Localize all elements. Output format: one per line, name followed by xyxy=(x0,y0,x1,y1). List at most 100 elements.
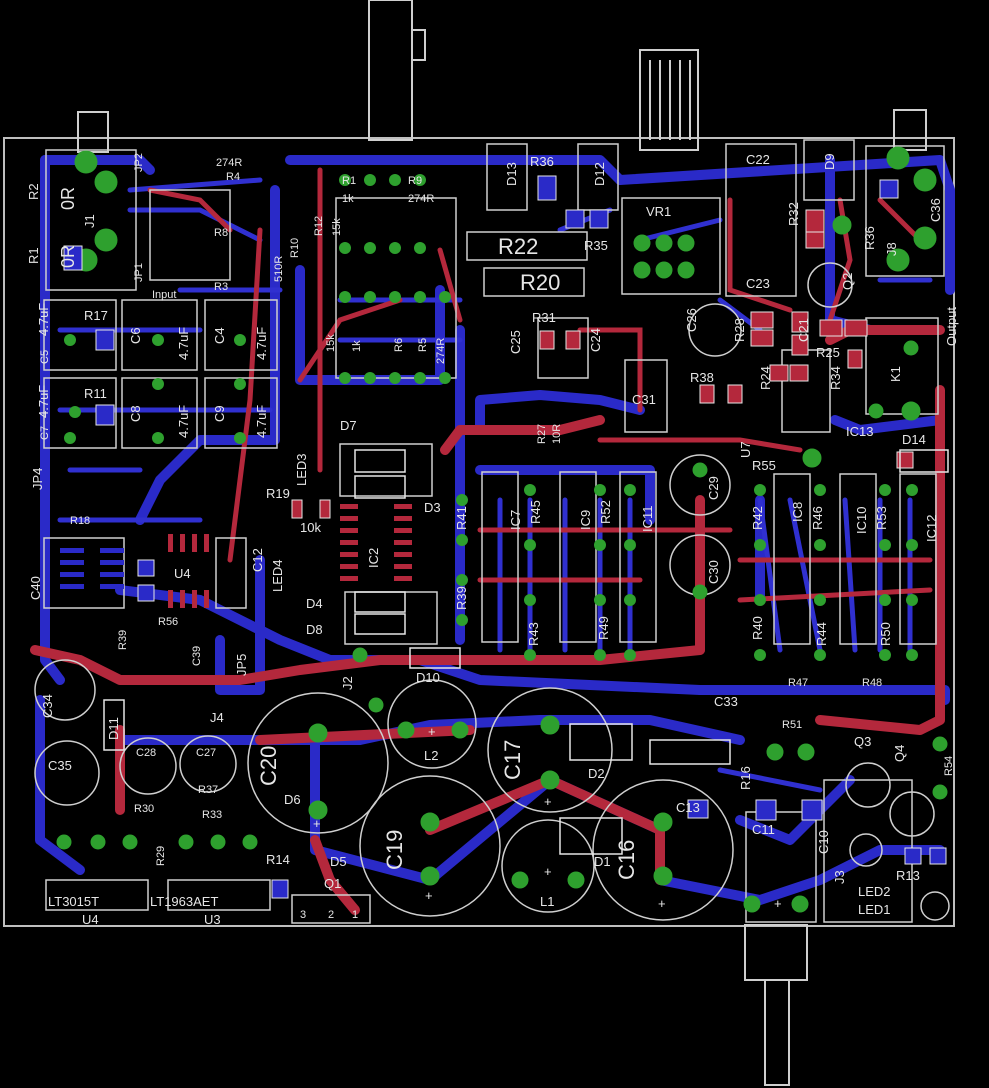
label-r39b: R39 xyxy=(454,586,469,610)
label-r14: R14 xyxy=(266,852,290,867)
label-u4b: LT3015T xyxy=(48,894,99,909)
label-r6: R6 xyxy=(393,338,405,352)
label-rr1-val: 1k xyxy=(342,193,354,205)
label-j2: J2 xyxy=(340,676,355,690)
label-r29: R29 xyxy=(155,846,167,866)
label-r12: R12 xyxy=(313,216,325,236)
label-c28: C28 xyxy=(136,747,156,759)
label-k15: 15k xyxy=(325,334,337,352)
label-k1r: K1 xyxy=(888,366,903,382)
label-jp2: JP2 xyxy=(133,153,145,172)
label-ic2: IC2 xyxy=(366,548,381,568)
label-jp1: JP1 xyxy=(133,263,145,282)
label-c23: C23 xyxy=(746,276,770,291)
label-c5-val: 4.7uF xyxy=(36,303,51,336)
label-r4: R4 xyxy=(226,171,240,183)
label-r40: R40 xyxy=(750,616,765,640)
label-r25: R25 xyxy=(816,345,840,360)
label-u4: U4 xyxy=(174,566,191,581)
label-u4b-ref: U4 xyxy=(82,912,99,927)
label-ic13: IC13 xyxy=(846,424,873,439)
label-r41: R41 xyxy=(454,506,469,530)
label-c26: C26 xyxy=(684,308,699,332)
label-r32: R32 xyxy=(786,202,801,226)
label-vr1: VR1 xyxy=(646,204,671,219)
label-plus-3: + xyxy=(544,794,552,809)
label-r38: R38 xyxy=(690,370,714,385)
label-d3: D3 xyxy=(424,500,441,515)
label-d14: D14 xyxy=(902,432,926,447)
label-d1: D1 xyxy=(594,854,611,869)
label-r53: R53 xyxy=(874,506,889,530)
label-c21: C21 xyxy=(796,318,811,342)
label-c10: C10 xyxy=(816,830,831,854)
switch-bottom xyxy=(744,924,808,1086)
label-plus-7: + xyxy=(774,896,782,911)
label-d9: D9 xyxy=(822,153,837,170)
label-r1: R1 xyxy=(26,247,41,264)
through-hole-pads xyxy=(56,146,948,913)
label-ic7: IC7 xyxy=(508,510,523,530)
label-c16: C16 xyxy=(614,840,639,880)
label-r10: R10 xyxy=(289,238,301,258)
label-c27: C27 xyxy=(196,747,216,759)
label-l2: L2 xyxy=(424,748,438,763)
label-r55: R55 xyxy=(752,458,776,473)
label-q2: Q2 xyxy=(840,273,855,290)
label-pin3: 3 xyxy=(300,909,306,921)
label-c40: C40 xyxy=(28,576,43,600)
label-0r-1: 0R xyxy=(58,187,78,210)
label-q4: Q4 xyxy=(892,745,907,762)
label-c33: C33 xyxy=(714,694,738,709)
label-0r-2: 0R xyxy=(58,245,78,268)
label-r20: R20 xyxy=(520,270,560,295)
label-c34: C34 xyxy=(40,694,55,718)
label-c22: C22 xyxy=(746,152,770,167)
label-r5: R5 xyxy=(417,338,429,352)
label-r12-val: 15k xyxy=(331,218,343,236)
label-c20: C20 xyxy=(256,746,281,786)
label-plus-5: + xyxy=(428,724,436,739)
label-r36b: R36 xyxy=(862,226,877,250)
label-j1: J1 xyxy=(82,214,97,228)
label-r13: R13 xyxy=(896,868,920,883)
label-c9-val: 4.7uF xyxy=(254,405,269,438)
label-r10-val: 510R xyxy=(273,256,285,282)
label-d11: D11 xyxy=(106,717,121,740)
electrolytic-capacitors xyxy=(34,262,950,921)
label-c39: C39 xyxy=(191,646,203,666)
label-r39: R39 xyxy=(117,630,129,650)
smd-ic-pins xyxy=(168,504,412,608)
label-r47: R47 xyxy=(788,677,808,689)
label-j3: J3 xyxy=(832,870,847,884)
label-plus-1: + xyxy=(313,816,321,831)
label-d13: D13 xyxy=(504,162,519,186)
silk-labels: R2 R1 0R 0R J1 JP2 JP1 Input 274R R4 R3 … xyxy=(26,152,959,927)
label-r11: R11 xyxy=(84,386,107,401)
label-c8-val: 4.7uF xyxy=(176,405,191,438)
smd-blue-pads xyxy=(63,175,947,899)
label-c11: C11 xyxy=(752,822,775,837)
label-led3: LED3 xyxy=(294,453,309,486)
label-r35: R35 xyxy=(584,238,608,253)
label-led1: LED1 xyxy=(858,902,891,917)
label-d2: D2 xyxy=(588,766,605,781)
label-d7: D7 xyxy=(340,418,357,433)
label-r274: 274R xyxy=(408,193,434,205)
label-r31: R31 xyxy=(532,310,556,325)
label-j8: J8 xyxy=(884,242,899,256)
label-d10: D10 xyxy=(416,670,440,685)
label-plus-6: + xyxy=(544,864,552,879)
label-r28: R28 xyxy=(732,318,747,342)
label-r49: R49 xyxy=(596,616,611,640)
label-r44: R44 xyxy=(814,622,829,646)
label-u7: U7 xyxy=(738,441,753,458)
label-r18: R18 xyxy=(70,515,90,527)
label-r34: R34 xyxy=(828,366,843,390)
label-c19: C19 xyxy=(382,830,407,870)
switch-body xyxy=(368,0,426,141)
label-output: Output xyxy=(944,307,959,346)
label-r43: R43 xyxy=(526,622,541,646)
label-r33: R33 xyxy=(202,809,222,821)
